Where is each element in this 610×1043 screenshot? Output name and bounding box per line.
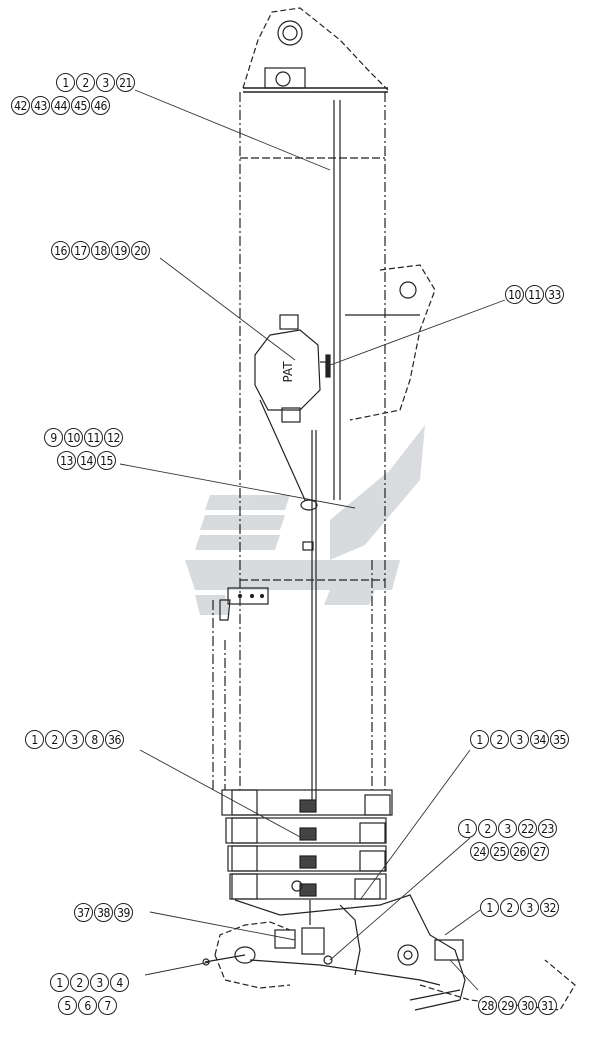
part-number-bubble: 1 bbox=[50, 973, 69, 992]
part-number-bubble: 20 bbox=[131, 241, 150, 260]
part-number-bubble: 3 bbox=[520, 898, 539, 917]
part-number-bubble: 5 bbox=[58, 996, 77, 1015]
part-number-bubble: 11 bbox=[84, 428, 103, 447]
part-number-bubble: 4 bbox=[110, 973, 129, 992]
part-number-bubble: 26 bbox=[510, 842, 529, 861]
part-number-bubble: 29 bbox=[498, 996, 517, 1015]
part-number-bubble: 15 bbox=[97, 451, 116, 470]
part-number-bubble: 46 bbox=[91, 96, 110, 115]
part-number-bubble: 24 bbox=[470, 842, 489, 861]
part-number-bubble: 3 bbox=[65, 730, 84, 749]
cable-guides bbox=[219, 399, 318, 621]
boom-head bbox=[242, 7, 389, 93]
part-number-bubble: 42 bbox=[11, 96, 30, 115]
part-number-bubble: 31 bbox=[538, 996, 557, 1015]
part-number-bubble: 2 bbox=[76, 73, 95, 92]
part-number-bubble: 7 bbox=[98, 996, 117, 1015]
part-number-bubble: 1 bbox=[458, 819, 477, 838]
part-number-bubble: 8 bbox=[85, 730, 104, 749]
part-number-bubble: 3 bbox=[510, 730, 529, 749]
part-number-bubble: 13 bbox=[57, 451, 76, 470]
part-number-bubble: 18 bbox=[91, 241, 110, 260]
part-number-bubble: 43 bbox=[31, 96, 50, 115]
part-number-bubble: 6 bbox=[78, 996, 97, 1015]
part-number-bubble: 14 bbox=[77, 451, 96, 470]
part-number-bubble: 1 bbox=[470, 730, 489, 749]
part-number-bubble: 27 bbox=[530, 842, 549, 861]
part-number-bubble: 25 bbox=[490, 842, 509, 861]
telescoping-rod bbox=[311, 100, 341, 800]
part-number-bubble: 10 bbox=[64, 428, 83, 447]
part-number-bubble: 2 bbox=[478, 819, 497, 838]
part-number-bubble: 17 bbox=[71, 241, 90, 260]
part-number-bubble: 34 bbox=[530, 730, 549, 749]
part-number-bubble: 12 bbox=[104, 428, 123, 447]
part-number-bubble: 33 bbox=[545, 285, 564, 304]
part-number-bubble: 45 bbox=[71, 96, 90, 115]
boom-body bbox=[212, 92, 386, 790]
leader-lines bbox=[119, 89, 506, 991]
boom-base-sections bbox=[221, 789, 393, 900]
part-number-bubble: 39 bbox=[114, 903, 133, 922]
part-number-bubble: 21 bbox=[116, 73, 135, 92]
side-bracket bbox=[345, 264, 436, 421]
part-number-bubble: 11 bbox=[525, 285, 544, 304]
part-number-bubble: 2 bbox=[45, 730, 64, 749]
watermark-logo bbox=[185, 425, 425, 615]
part-number-bubble: 1 bbox=[480, 898, 499, 917]
part-number-bubble: 32 bbox=[540, 898, 559, 917]
part-number-bubble: 3 bbox=[90, 973, 109, 992]
part-number-bubble: 3 bbox=[96, 73, 115, 92]
part-number-bubble: 2 bbox=[70, 973, 89, 992]
part-number-bubble: 37 bbox=[74, 903, 93, 922]
part-number-bubble: 10 bbox=[505, 285, 524, 304]
part-number-bubble: 2 bbox=[500, 898, 519, 917]
part-number-bubble: 2 bbox=[490, 730, 509, 749]
part-number-bubble: 22 bbox=[518, 819, 537, 838]
part-number-bubble: 35 bbox=[550, 730, 569, 749]
part-number-bubble: 16 bbox=[51, 241, 70, 260]
base-plate bbox=[202, 894, 576, 1011]
pat-sensor-box bbox=[254, 314, 331, 423]
part-number-bubble: 36 bbox=[105, 730, 124, 749]
part-number-bubble: 19 bbox=[111, 241, 130, 260]
part-number-bubble: 28 bbox=[478, 996, 497, 1015]
part-number-bubble: 30 bbox=[518, 996, 537, 1015]
part-number-bubble: 1 bbox=[56, 73, 75, 92]
part-number-bubble: 1 bbox=[25, 730, 44, 749]
part-number-bubble: 38 bbox=[94, 903, 113, 922]
part-number-bubble: 44 bbox=[51, 96, 70, 115]
part-number-bubble: 3 bbox=[498, 819, 517, 838]
part-number-bubble: 23 bbox=[538, 819, 557, 838]
part-number-bubble: 9 bbox=[44, 428, 63, 447]
